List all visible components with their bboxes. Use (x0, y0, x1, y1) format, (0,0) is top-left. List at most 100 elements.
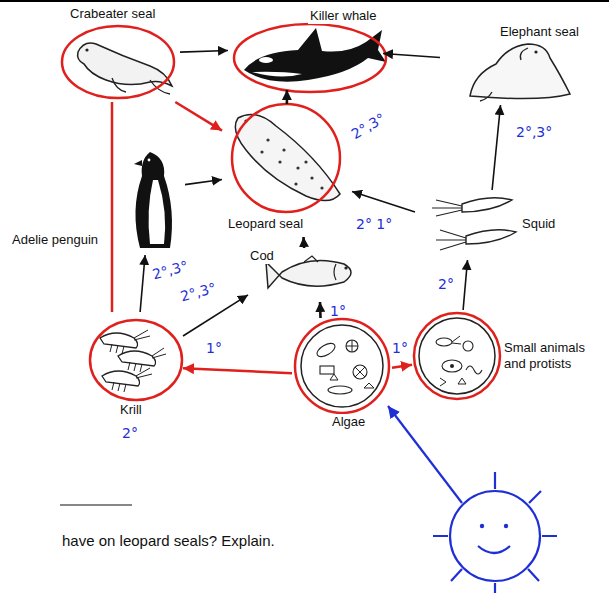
penguin-picture (148, 159, 151, 162)
penguin-picture (134, 160, 142, 166)
elephant-seal-picture (534, 50, 537, 53)
organism-label: Crabeater seal (68, 6, 157, 22)
food-web-arrow (302, 237, 305, 248)
organism-node: Adelie penguin (10, 140, 185, 255)
krill-picture (100, 333, 138, 348)
leopard-seal-picture (278, 160, 281, 163)
leopard-seal-picture (266, 138, 269, 141)
small-animals-picture (440, 378, 466, 386)
algae-picture (328, 386, 352, 394)
squid-picture (466, 230, 516, 244)
killer-whale-picture (252, 72, 302, 77)
food-web-arrow (492, 105, 500, 190)
organism-label: Adelie penguin (10, 232, 100, 248)
krill-picture (112, 368, 152, 392)
algae-picture (330, 374, 374, 388)
organism-node: Krill (88, 312, 183, 420)
trophic-note: 1° (206, 340, 222, 356)
organism-label: Small animals and protists (502, 340, 598, 372)
organism-label: Squid (520, 216, 557, 232)
leopard-seal-picture (235, 114, 340, 200)
leopard-seal-picture (320, 186, 323, 189)
organism-node: Squid (415, 190, 565, 260)
killer-whale-picture (244, 28, 386, 82)
food-web-arrow (140, 255, 145, 312)
crabeater-seal-picture (78, 43, 172, 86)
organism-node: Killer whale (228, 6, 383, 90)
organism-node: Cod (248, 248, 363, 302)
leopard-seal-picture (304, 160, 307, 163)
organism-node: Small animals and protists (412, 310, 600, 405)
elephant-seal-picture (480, 92, 492, 101)
leopard-seal-picture (260, 150, 263, 153)
killer-whale-picture (244, 28, 386, 82)
crabeater-seal-picture (85, 48, 88, 51)
trophic-note: 1° (392, 340, 408, 356)
food-web-arrow (286, 90, 289, 104)
krill-picture (102, 368, 152, 392)
leopard-seal-picture (235, 114, 340, 200)
trophic-note: 2°,3° (151, 258, 190, 283)
sun-drawing (478, 546, 510, 553)
food-web-arrow (175, 102, 222, 131)
penguin-picture (135, 152, 172, 248)
algae-picture (355, 367, 365, 377)
elephant-seal-picture (470, 44, 570, 99)
food-web-arrow (352, 192, 415, 212)
small-animals-picture (442, 360, 462, 372)
red-circle (295, 319, 389, 413)
food-web-arrow (392, 365, 412, 368)
leopard-seal-picture (310, 176, 313, 179)
algae-picture (301, 325, 383, 407)
organism-node: Algae (292, 318, 392, 433)
food-web-arrow (319, 302, 322, 318)
small-animals-picture (436, 338, 452, 346)
trophic-note: 2°,3° (348, 110, 387, 142)
squid-picture (436, 230, 466, 250)
organism-label: Cod (248, 248, 276, 264)
krill-picture (128, 348, 166, 372)
organism-label: Algae (330, 414, 367, 430)
red-circle (234, 24, 386, 92)
elephant-seal-picture (520, 48, 528, 60)
question-text: have on leopard seals? Explain. (62, 532, 275, 550)
organism-label: Leopard seal (226, 216, 305, 232)
algae-picture (320, 366, 334, 374)
organism-label: Killer whale (308, 8, 378, 24)
red-circle (62, 26, 174, 98)
trophic-note: 2°,3° (516, 124, 552, 140)
sun-drawing (450, 491, 540, 581)
food-web-arrow (111, 102, 114, 312)
crabeater-seal-picture (112, 78, 126, 92)
answer-line (60, 504, 132, 505)
food-web-arrow (183, 368, 292, 373)
food-web-arrow (180, 51, 228, 53)
squid-picture (432, 198, 516, 250)
elephant-seal-picture (470, 44, 570, 101)
small-animals-picture (450, 364, 454, 368)
sun-drawing (388, 406, 557, 593)
trophic-note: 2°,3° (179, 280, 218, 305)
red-circle (90, 320, 182, 400)
red-circle (414, 313, 500, 399)
penguin-picture (134, 152, 172, 248)
small-animals-picture (419, 318, 495, 394)
trophic-note: 1° (330, 303, 346, 319)
sun-drawing (480, 524, 484, 528)
small-animals-picture (452, 336, 461, 344)
small-animals-picture (419, 318, 495, 394)
krill-picture (110, 330, 150, 354)
food-web-arrow (383, 54, 440, 58)
krill-picture (100, 330, 166, 392)
krill-picture (118, 348, 166, 372)
algae-picture (315, 341, 337, 360)
red-circle (232, 104, 340, 212)
algae-picture (346, 340, 358, 352)
food-web-arrow (463, 260, 467, 310)
leopard-seal-picture (294, 182, 297, 185)
leopard-seal-picture (282, 148, 285, 151)
leopard-seal-picture (296, 166, 299, 169)
organism-node: Leopard seal (222, 104, 352, 237)
